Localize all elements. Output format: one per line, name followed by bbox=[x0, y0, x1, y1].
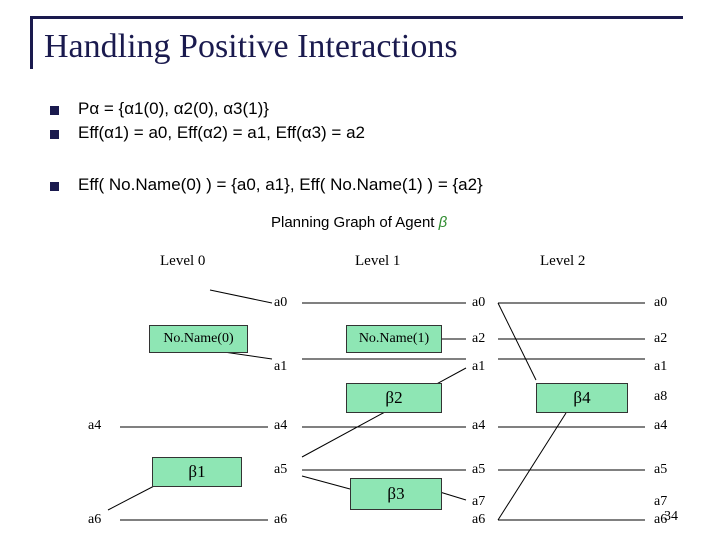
prop-label: a7 bbox=[654, 494, 668, 509]
level-0-label: Level 0 bbox=[160, 253, 206, 269]
prop-label: a5 bbox=[274, 462, 288, 477]
action-box-beta2: β2 bbox=[346, 383, 442, 413]
prop-label: a4 bbox=[654, 418, 668, 433]
graph-caption: Planning Graph of Agent β bbox=[271, 214, 447, 231]
prop-label: a2 bbox=[654, 331, 668, 346]
prop-label: a0 bbox=[472, 295, 486, 310]
bullet-marker bbox=[50, 130, 59, 139]
title-frame bbox=[30, 16, 683, 69]
action-box-beta1: β1 bbox=[152, 457, 242, 487]
prop-label: a6 bbox=[472, 512, 486, 527]
prop-label: a5 bbox=[472, 462, 486, 477]
caption-greek: β bbox=[438, 214, 448, 231]
prop-label: a5 bbox=[654, 462, 668, 477]
prop-label: a1 bbox=[472, 359, 486, 374]
slide-title: Handling Positive Interactions bbox=[44, 28, 458, 65]
action-box-noname1: No.Name(1) bbox=[346, 325, 442, 353]
bullet-text: Eff(α1) = a0, Eff(α2) = a1, Eff(α3) = a2 bbox=[78, 123, 365, 142]
action-box-beta4: β4 bbox=[536, 383, 628, 413]
level-1-label: Level 1 bbox=[355, 253, 401, 269]
prop-label: a6 bbox=[88, 512, 102, 527]
prop-label: a7 bbox=[472, 494, 486, 509]
prop-label: a6 bbox=[654, 512, 668, 527]
action-box-beta3: β3 bbox=[350, 478, 442, 510]
prop-label: a4 bbox=[274, 418, 288, 433]
prop-label: a8 bbox=[654, 389, 668, 404]
bullet-marker bbox=[50, 106, 59, 115]
prop-label: a6 bbox=[274, 512, 288, 527]
bullet-text: Pα = {α1(0), α2(0), α3(1)} bbox=[78, 99, 269, 118]
level-2-label: Level 2 bbox=[540, 253, 586, 269]
prop-label: a2 bbox=[472, 331, 486, 346]
bullet-text: Eff( No.Name(0) ) = {a0, a1}, Eff( No.Na… bbox=[78, 175, 483, 194]
action-box-noname0: No.Name(0) bbox=[149, 325, 248, 353]
prop-label: a1 bbox=[654, 359, 668, 374]
page-number: 34 bbox=[664, 509, 678, 524]
prop-label: a1 bbox=[274, 359, 288, 374]
prop-label: a0 bbox=[654, 295, 668, 310]
caption-text: Planning Graph of Agent bbox=[271, 214, 439, 231]
prop-label: a4 bbox=[472, 418, 486, 433]
prop-label: a0 bbox=[274, 295, 288, 310]
bullet-marker bbox=[50, 182, 59, 191]
prop-label: a4 bbox=[88, 418, 102, 433]
